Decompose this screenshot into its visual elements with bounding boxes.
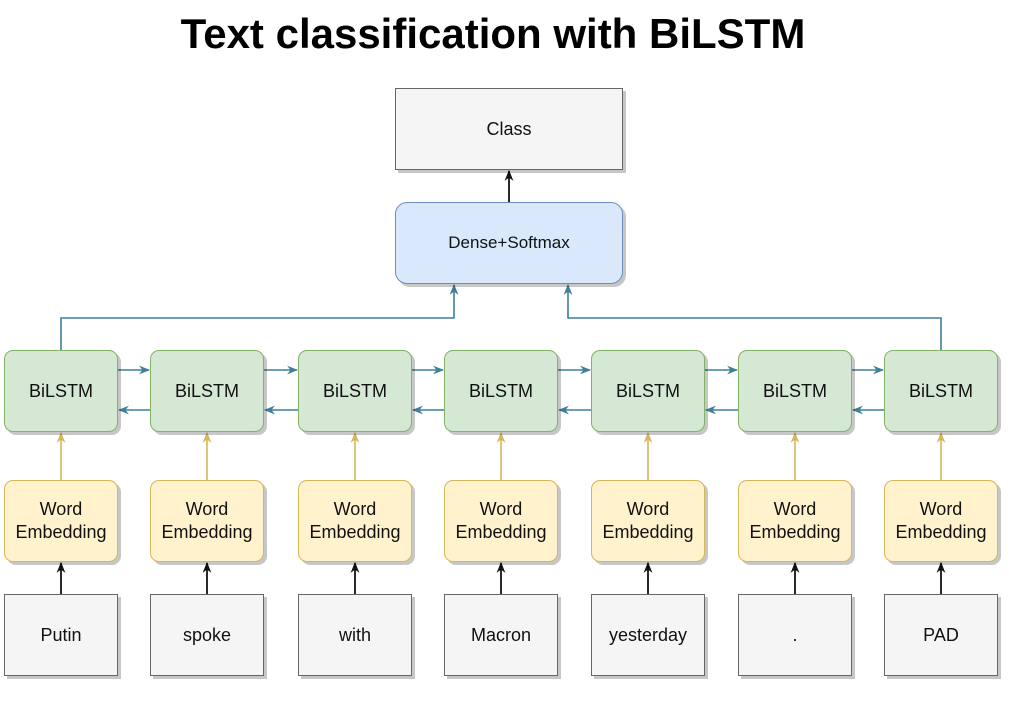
token-label: Putin: [40, 624, 82, 645]
word-embedding-line1: Word: [333, 499, 377, 519]
bilstm-label: BiLSTM: [468, 380, 533, 401]
bilstm-label: BiLSTM: [615, 380, 680, 401]
word-embedding-line2: Embedding: [602, 522, 694, 542]
bilstm-label: BiLSTM: [322, 380, 387, 401]
token-label: spoke: [182, 624, 232, 645]
word-embedding-line1: Word: [626, 499, 670, 519]
token-node: Putin: [4, 594, 118, 676]
token-label: .: [792, 624, 798, 645]
first-bilstm-to-dense-arrow: [60, 283, 459, 350]
token-label: yesterday: [608, 624, 688, 645]
word-embedding-line2: Embedding: [161, 522, 253, 542]
word-embedding-line1: Word: [919, 499, 963, 519]
token-label: Macron: [470, 624, 532, 645]
token-node: .: [738, 594, 852, 676]
token-label: with: [338, 624, 371, 645]
class-node: Class: [395, 88, 623, 170]
word-embedding-line2: Embedding: [895, 522, 987, 542]
bilstm-node: BiLSTM: [444, 350, 558, 432]
word-embedding-line1: Word: [479, 499, 523, 519]
bilstm-node: BiLSTM: [4, 350, 118, 432]
word-embedding-line2: Embedding: [749, 522, 841, 542]
dense-softmax-node: Dense+Softmax: [395, 202, 623, 284]
bilstm-node: BiLSTM: [738, 350, 852, 432]
word-embedding-line2: Embedding: [455, 522, 547, 542]
bilstm-label: BiLSTM: [174, 380, 239, 401]
word-embedding-line2: Embedding: [309, 522, 401, 542]
bilstm-label: BiLSTM: [762, 380, 827, 401]
token-node: with: [298, 594, 412, 676]
diagram-title: Text classification with BiLSTM: [180, 10, 806, 57]
bilstm-label: BiLSTM: [28, 380, 93, 401]
class-node-label: Class: [486, 118, 532, 139]
bilstm-node: BiLSTM: [884, 350, 998, 432]
last-bilstm-to-dense-arrow: [563, 283, 942, 350]
bilstm-node: BiLSTM: [150, 350, 264, 432]
token-label: PAD: [923, 624, 959, 645]
word-embedding-line2: Embedding: [15, 522, 107, 542]
bilstm-node: BiLSTM: [591, 350, 705, 432]
word-embedding-line1: Word: [773, 499, 817, 519]
token-node: yesterday: [591, 594, 705, 676]
word-embedding-line1: Word: [39, 499, 83, 519]
dense-softmax-label: Dense+Softmax: [448, 233, 570, 252]
word-embedding-line1: Word: [185, 499, 229, 519]
token-node: PAD: [884, 594, 998, 676]
bilstm-node: BiLSTM: [298, 350, 412, 432]
bilstm-label: BiLSTM: [908, 380, 973, 401]
token-node: Macron: [444, 594, 558, 676]
token-node: spoke: [150, 594, 264, 676]
